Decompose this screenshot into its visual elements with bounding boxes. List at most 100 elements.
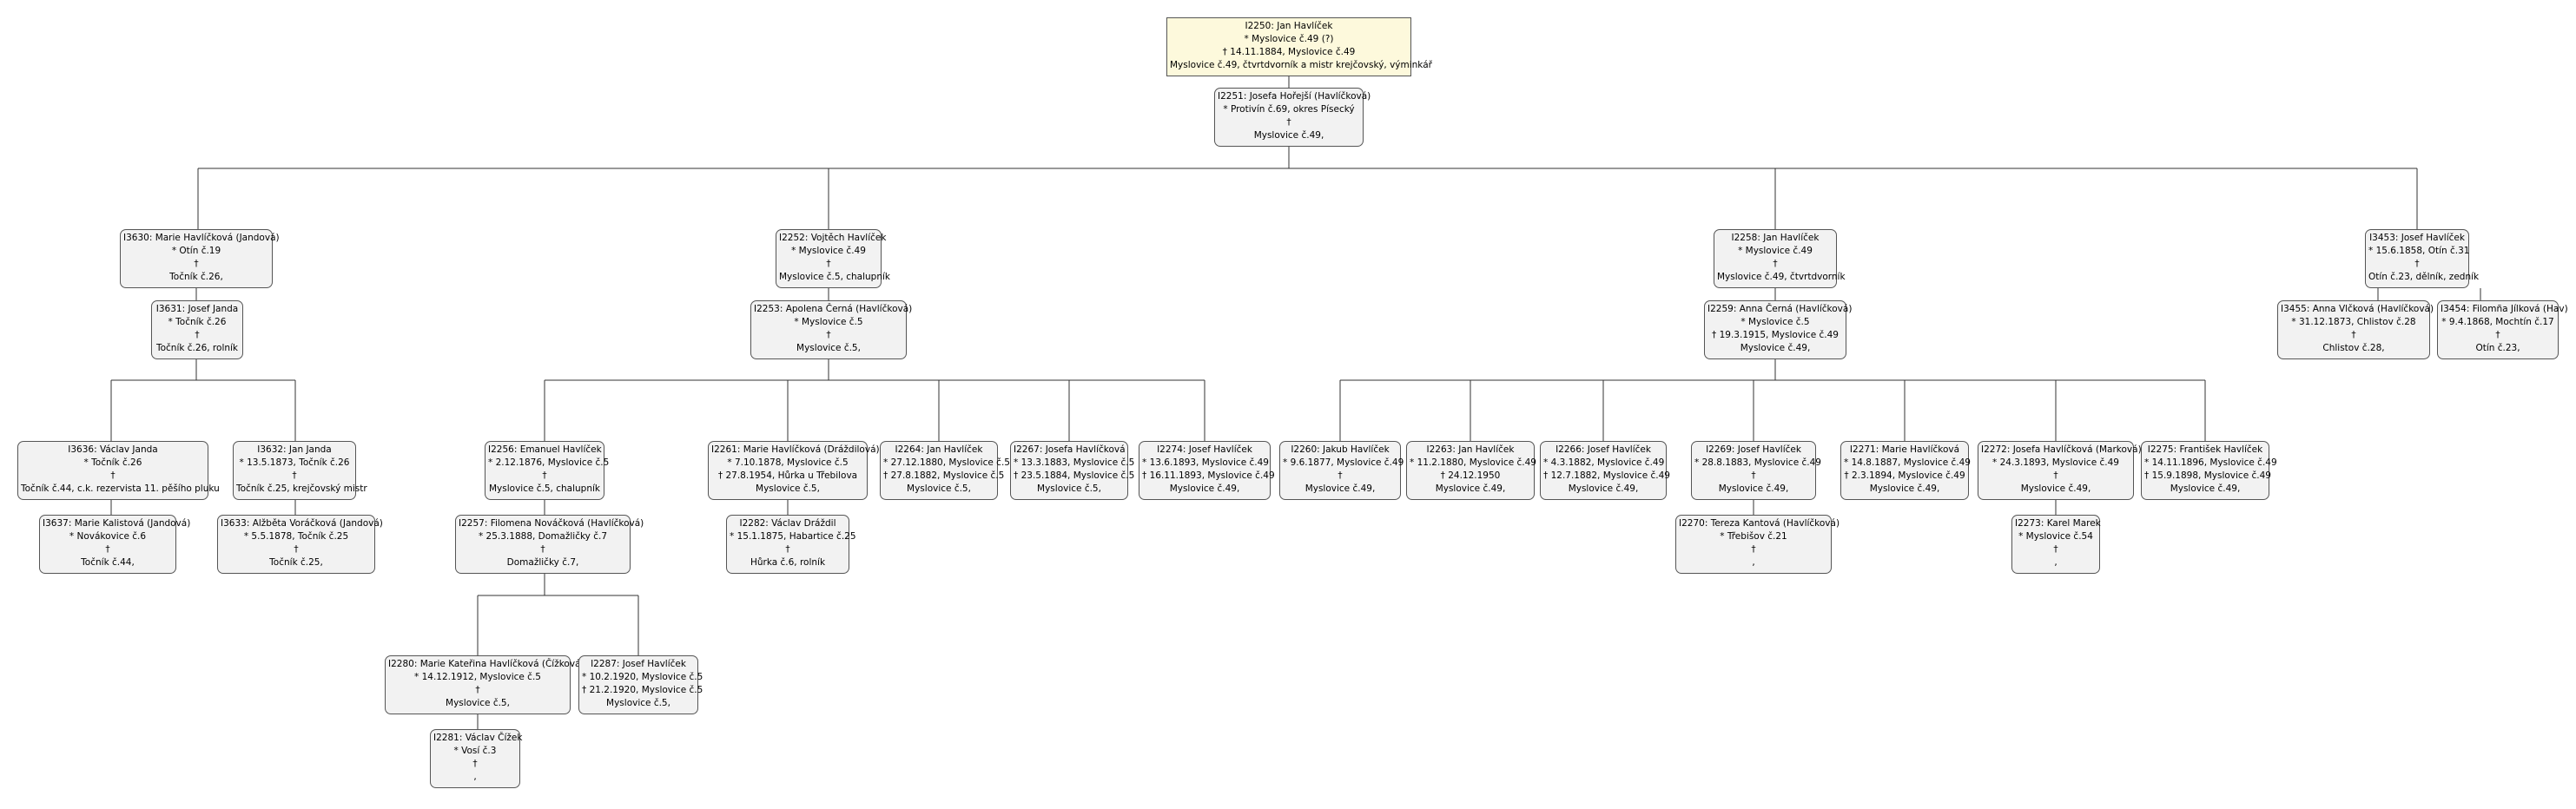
person-birth: * 7.10.1878, Myslovice č.5 [727,457,849,468]
person-name: I3454: Filomña Jílková (Hav) [2441,304,2568,314]
person-death: † [2053,544,2058,555]
person-box-i2263[interactable]: I2263: Jan Havlíček* 11.2.1880, Myslovic… [1406,441,1536,500]
person-box-i3455[interactable]: I3455: Anna Vlčková (Havlíčková)* 31.12.… [2277,300,2434,359]
person-name: I3636: Václav Janda [68,444,158,455]
person-birth: * 13.3.1883, Myslovice č.5 [1014,457,1135,468]
person-name: I2256: Emanuel Havlíček [488,444,602,455]
person-box-i2281[interactable]: I2281: Václav Čížek* Vosí č.3†, [430,729,523,788]
person-residence: Otín č.23, dělník, zedník [2368,272,2480,282]
person-death: † 19.3.1915, Myslovice č.49 [1712,330,1839,340]
person-residence: Myslovice č.49, [1718,483,1789,494]
person-box-i2258[interactable]: I2258: Jan Havlíček* Myslovice č.49†Mysl… [1714,229,1846,288]
person-birth: * 14.12.1912, Myslovice č.5 [414,672,541,682]
person-box-i2273[interactable]: I2273: Karel Marek* Myslovice č.54†, [2011,515,2101,574]
person-death: † [2351,330,2356,340]
person-residence: Točník č.44, [81,557,135,568]
person-residence: Myslovice č.5, [1037,483,1101,494]
person-death: † [475,685,480,695]
person-residence: Myslovice č.49, [1305,483,1376,494]
person-box-i3632[interactable]: I3632: Jan Janda* 13.5.1873, Točník č.26… [233,441,367,500]
person-birth: * Myslovice č.49 [1738,246,1813,256]
person-box-i2275[interactable]: I2275: František Havlíček * 14.11.1896, M… [2141,441,2277,500]
person-name: I2270: Tereza Kantová (Havlíčková) [1679,518,1840,529]
person-residence: Chlistov č.28, [2322,343,2385,353]
person-birth: * 31.12.1873, Chlistov č.28 [2291,317,2416,327]
person-box-i2266[interactable]: I2266: Josef Havlíček* 4.3.1882, Myslovi… [1540,441,1670,500]
person-box-i3453[interactable]: I3453: Josef Havlíček * 15.6.1858, Otín č… [2365,229,2480,288]
person-death: † 14.11.1884, Myslovice č.49 [1222,47,1356,57]
person-death: † [1751,544,1756,555]
person-death: † [540,544,545,555]
person-residence: Myslovice č.5, [756,483,820,494]
person-name: I2259: Anna Černá (Havlíčková) [1707,304,1853,314]
person-box-i2250[interactable]: I2250: Jan Havlíček* Myslovice č.49 (?)†… [1166,17,1432,76]
person-name: I2252: Vojtěch Havlíček [779,233,887,243]
person-death: † 23.5.1884, Myslovice č.5 [1014,470,1135,481]
person-name: I2275: František Havlíček [2147,444,2263,455]
person-box-i2274[interactable]: I2274: Josef Havlíček* 13.6.1893, Myslov… [1139,441,1275,500]
person-death: † 2.3.1894, Myslovice č.49 [1844,470,1965,481]
person-residence: Myslovice č.49, [1435,483,1506,494]
person-residence: Točník č.25, [269,557,323,568]
person-box-i3636[interactable]: I3636: Václav Janda* Točník č.26†Točník … [17,441,220,500]
person-box-i2269[interactable]: I2269: Josef Havlíček* 28.8.1883, Myslov… [1691,441,1821,500]
person-box-i2272[interactable]: I2272: Josefa Havlíčková (Marková)* 24.3… [1978,441,2142,500]
person-box-i2252[interactable]: I2252: Vojtěch Havlíček* Myslovice č.49†… [776,229,891,288]
person-birth: * Vosí č.3 [453,746,497,756]
person-box-i2270[interactable]: I2270: Tereza Kantová (Havlíčková)* Třeb… [1675,515,1840,574]
person-death: † [195,330,200,340]
person-birth: * 14.8.1887, Myslovice č.49 [1844,457,1971,468]
person-name: I3631: Josef Janda [155,304,239,314]
person-box-i2287[interactable]: I2287: Josef Havlíček* 10.2.1920, Myslov… [578,655,703,714]
person-residence: Myslovice č.5, [446,698,510,708]
person-name: I2280: Marie Kateřina Havlíčková (Čížkov… [388,659,585,669]
person-residence: Myslovice č.5, chalupník [779,272,891,282]
person-death: † 21.2.1920, Myslovice č.5 [582,685,703,695]
person-birth: * 15.6.1858, Otín č.31 [2368,246,2470,256]
person-name: I2258: Jan Havlíček [1731,233,1820,243]
person-box-i3630[interactable]: I3630: Marie Havlíčková (Jandová)* Otín … [120,229,280,288]
person-name: I2271: Marie Havlíčková [1849,444,1960,455]
person-birth: * 28.8.1883, Myslovice č.49 [1694,457,1821,468]
person-box-i2282[interactable]: I2282: Václav Dráždil* 15.1.1875, Habart… [726,515,856,574]
person-box-i2264[interactable]: I2264: Jan Havlíček* 27.12.1880, Myslovi… [880,441,1010,500]
person-death: † [2414,259,2420,269]
person-box-i2267[interactable]: I2267: Josefa Havlíčková * 13.3.1883, Mys… [1010,441,1135,500]
person-birth: * Myslovice č.49 (?) [1244,34,1334,44]
person-death: † [826,330,831,340]
person-death: † [105,544,110,555]
person-birth: * 15.1.1875, Habartice č.25 [730,531,856,542]
person-birth: * 4.3.1882, Myslovice č.49 [1543,457,1665,468]
person-residence: Točník č.25, krejčovský mistr [236,483,367,494]
person-birth: * 2.12.1876, Myslovice č.5 [488,457,610,468]
person-box-i2261[interactable]: I2261: Marie Havlíčková (Dráždilová)* 7.… [708,441,880,500]
person-residence: Točník č.44, c.k. rezervista 11. pěšího … [21,483,220,494]
person-residence: Myslovice č.49, [1869,483,1940,494]
person-box-i3637[interactable]: I3637: Marie Kalistová (Jandová)* Nováko… [39,515,190,574]
person-birth: * Točník č.26 [168,317,227,327]
person-name: I2267: Josefa Havlíčková [1014,444,1126,455]
person-box-i2280[interactable]: I2280: Marie Kateřina Havlíčková (Čížkov… [385,655,585,714]
person-box-i2256[interactable]: I2256: Emanuel Havlíček * 2.12.1876, Mysl… [485,441,610,500]
person-box-i2251[interactable]: I2251: Josefa Hořejší (Havlíčková)* Prot… [1214,88,1371,147]
person-name: I2281: Václav Čížek [433,733,523,743]
person-box-i2253[interactable]: I2253: Apolena Černá (Havlíčková)* Myslo… [750,300,912,359]
person-name: I2257: Filomena Nováčková (Havlíčková) [459,518,644,529]
person-birth: * 13.5.1873, Točník č.26 [239,457,350,468]
person-birth: * 11.2.1880, Myslovice č.49 [1410,457,1536,468]
person-box-i3454[interactable]: I3454: Filomña Jílková (Hav)* 9.4.1868, … [2437,300,2568,359]
person-birth: * 14.11.1896, Myslovice č.49 [2144,457,2277,468]
person-death: † [472,759,478,769]
person-birth: * 24.3.1893, Myslovice č.49 [1992,457,2119,468]
person-name: I3453: Josef Havlíček [2369,233,2465,243]
person-box-i2259[interactable]: I2259: Anna Černá (Havlíčková)* Myslovic… [1704,300,1853,359]
person-death: † [1751,470,1756,481]
person-death: † [1773,259,1778,269]
person-box-i2271[interactable]: I2271: Marie Havlíčková * 14.8.1887, Mysl… [1840,441,1971,500]
person-box-i3633[interactable]: I3633: Alžběta Voráčková (Jandová)* 5.5.… [217,515,383,574]
person-box-i3631[interactable]: I3631: Josef Janda* Točník č.26†Točník č… [151,300,243,359]
person-box-i2260[interactable]: I2260: Jakub Havlíček* 9.6.1877, Myslovi… [1279,441,1404,500]
person-box-i2257[interactable]: I2257: Filomena Nováčková (Havlíčková)* … [455,515,644,574]
person-birth: * Otín č.19 [171,246,221,256]
